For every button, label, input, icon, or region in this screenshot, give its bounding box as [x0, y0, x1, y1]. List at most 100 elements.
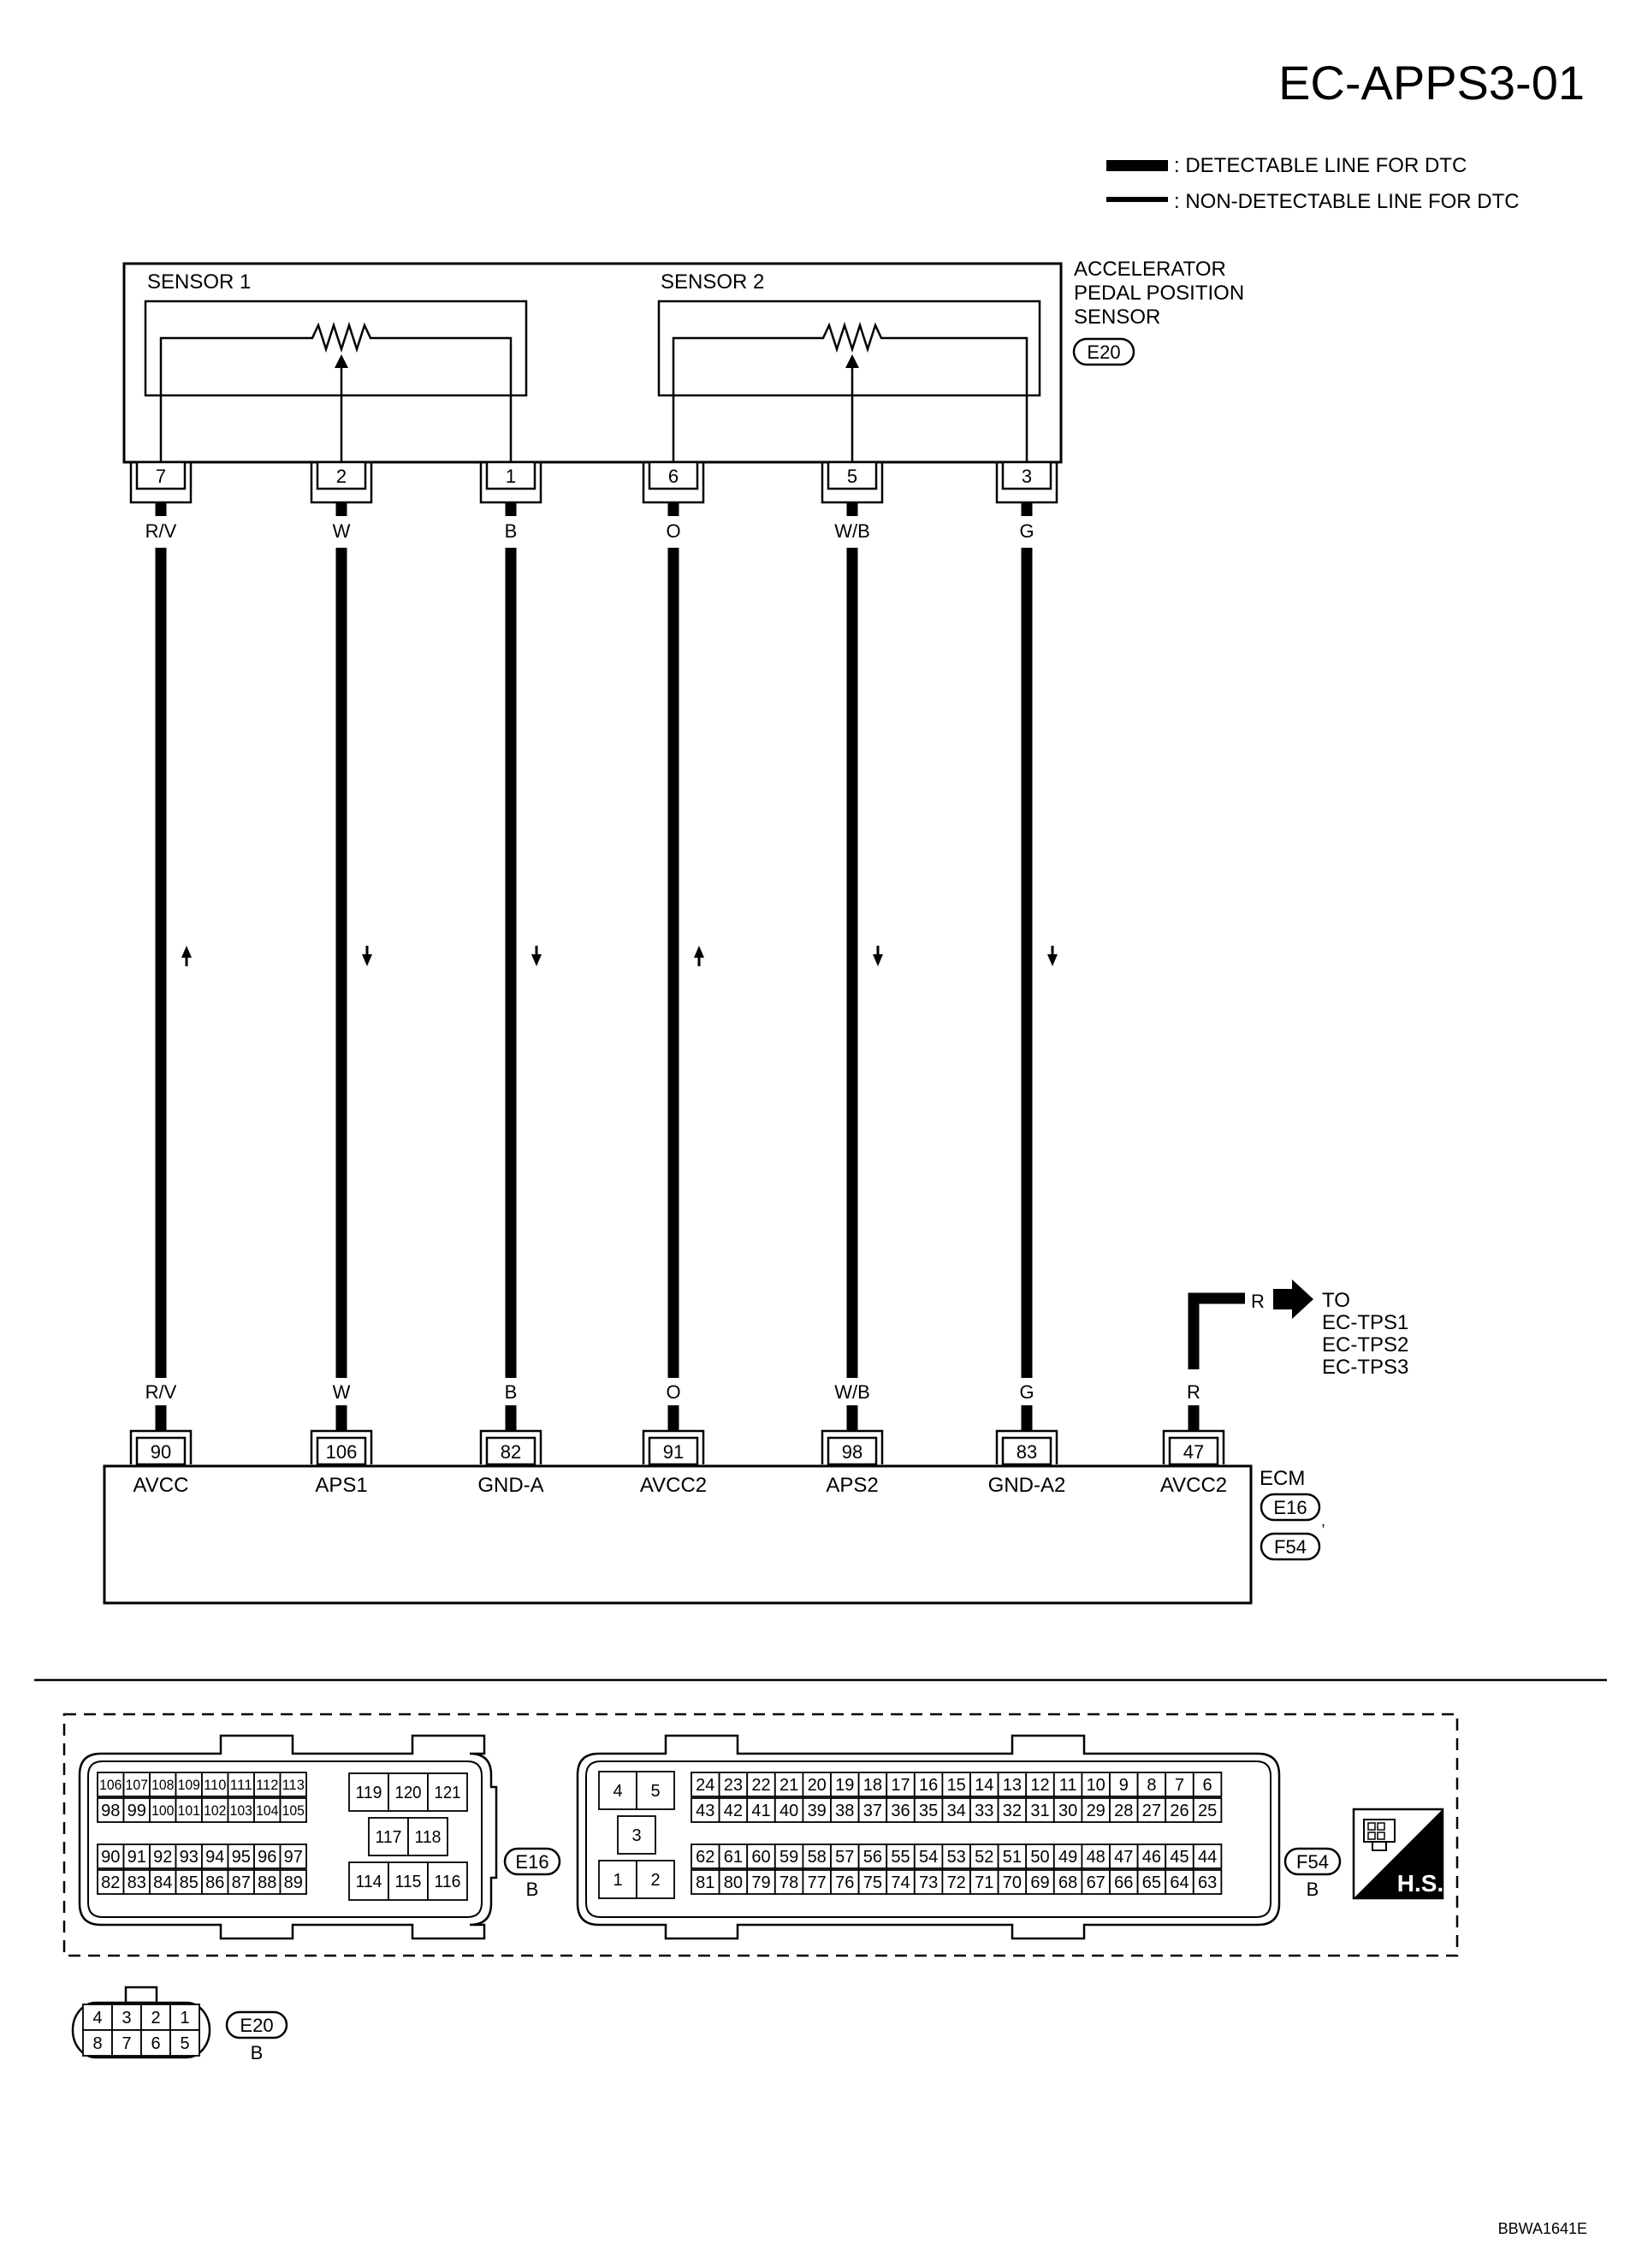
branch-to-line-2: EC-TPS1	[1322, 1311, 1408, 1334]
terminal-number: 59	[779, 1848, 798, 1867]
f54-housing	[576, 1734, 1281, 1940]
ecm-terminal-label: APS2	[826, 1474, 878, 1497]
terminal-number: 79	[751, 1873, 770, 1892]
terminal-number: 111	[230, 1777, 252, 1793]
terminal-number: 2	[151, 2009, 160, 2028]
connector-views-frame	[62, 1713, 1459, 1957]
terminal-number: 3	[631, 1826, 641, 1845]
terminal-number: 94	[205, 1848, 224, 1867]
pin-terminal: 1	[479, 460, 542, 504]
sensor-2-wiper-arrow	[845, 354, 859, 368]
ecm-name: ECM	[1260, 1467, 1305, 1490]
terminal-cell	[388, 1861, 429, 1901]
terminal-cell	[1136, 1772, 1167, 1797]
terminal-cell	[1025, 1797, 1055, 1823]
terminal-cell	[1136, 1797, 1167, 1823]
terminal-cell	[941, 1869, 971, 1895]
pin-box	[135, 460, 187, 490]
terminal-number: 66	[1114, 1873, 1133, 1892]
terminal-number: 4	[613, 1782, 622, 1801]
legend: : DETECTABLE LINE FOR DTC : NON-DETECTAB…	[1106, 154, 1520, 213]
pin-box	[485, 460, 536, 490]
terminal-number: 96	[258, 1848, 276, 1867]
terminal-cell	[1192, 1869, 1223, 1895]
pin-number: 5	[847, 466, 857, 487]
terminal-number: 39	[808, 1802, 827, 1820]
sensor-1-box	[144, 300, 528, 397]
terminal-number: 101	[178, 1802, 200, 1819]
terminal-number: 7	[1175, 1776, 1184, 1795]
wire-color-bottom: B	[505, 1381, 518, 1403]
terminal-number: 11	[1059, 1776, 1077, 1795]
terminal-number: 67	[1087, 1873, 1105, 1892]
pin-number: 83	[1017, 1441, 1037, 1463]
branch-arrow-icon	[1273, 1279, 1313, 1319]
terminal-cell	[122, 1869, 151, 1895]
terminal-number: 65	[1142, 1873, 1161, 1892]
terminal-number: 55	[891, 1848, 910, 1867]
accelerator-pedal-position-sensor: ACCELERATOR PEDAL POSITION SENSOR E20 SE…	[122, 258, 1244, 464]
terminal-number: 105	[282, 1802, 305, 1819]
terminal-number: 86	[205, 1873, 224, 1892]
branch-to-line-3: EC-TPS2	[1322, 1333, 1408, 1357]
wire-color-top: O	[666, 520, 680, 542]
terminal-number: 26	[1170, 1802, 1188, 1820]
terminal-number: 40	[779, 1802, 798, 1820]
branch-to-line-1: TO	[1322, 1289, 1350, 1312]
pin-bracket	[821, 1429, 884, 1464]
terminal-cell	[636, 1860, 675, 1899]
terminal-cell	[175, 1869, 203, 1895]
e16-color: B	[526, 1879, 539, 1900]
ecm-connector-badge-f54	[1260, 1532, 1321, 1561]
terminal-number: 78	[779, 1873, 798, 1892]
wire-harness: 7R/VR/V90AVCC2WW106APS11BB82GND-A6OO91AV…	[129, 460, 1065, 1497]
wire-color-bottom: W	[333, 1381, 351, 1403]
terminal-number: 30	[1058, 1802, 1077, 1820]
terminal-cell	[830, 1869, 860, 1895]
pin-number: 6	[668, 466, 679, 487]
terminal-number: 19	[835, 1776, 854, 1795]
legend-detectable-text: : DETECTABLE LINE FOR DTC	[1174, 154, 1467, 177]
wire-color-bottom: W/B	[834, 1381, 870, 1403]
terminal-number: 114	[356, 1873, 382, 1891]
terminal-number: 47	[1114, 1848, 1133, 1867]
terminal-cell	[997, 1797, 1028, 1823]
terminal-cell	[1109, 1843, 1139, 1869]
terminal-cell	[913, 1843, 944, 1869]
terminal-number: 75	[863, 1873, 882, 1892]
terminal-cell	[830, 1772, 860, 1797]
terminal-number: 71	[975, 1873, 993, 1892]
sensor-connector-badge	[1072, 337, 1135, 366]
pin-box	[648, 1436, 699, 1466]
non-detectable-line-swatch	[1106, 197, 1168, 202]
e20-color: B	[251, 2042, 264, 2063]
pin-number: 2	[336, 466, 347, 487]
figure-code: BBWA1641E	[1498, 2220, 1587, 2237]
arrow-down-icon	[1047, 954, 1058, 966]
terminal-number: 1	[613, 1871, 622, 1890]
terminal-number: 107	[126, 1777, 148, 1793]
terminal-number: 36	[891, 1802, 910, 1820]
terminal-number: 76	[835, 1873, 854, 1892]
arrow-up-icon	[694, 946, 704, 958]
terminal-cell	[368, 1817, 409, 1856]
terminal-cell	[149, 1843, 177, 1869]
pin-terminal: 3	[995, 460, 1058, 504]
pin-terminal: 2	[310, 460, 373, 504]
terminal-cell	[1165, 1797, 1194, 1823]
terminal-cell	[598, 1860, 637, 1899]
terminal-number: 49	[1058, 1848, 1077, 1867]
e20-id: E20	[240, 2015, 273, 2036]
pin-number: 1	[506, 466, 516, 487]
terminal-cell	[348, 1772, 389, 1812]
terminal-number: 5	[180, 2034, 189, 2053]
terminal-cell	[774, 1772, 804, 1797]
pin-terminal: 106	[310, 1429, 373, 1466]
